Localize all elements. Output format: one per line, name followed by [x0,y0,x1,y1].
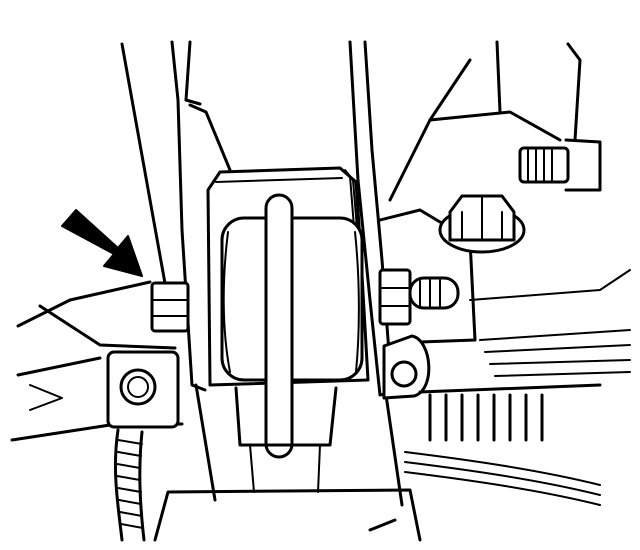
mount-base [153,386,422,542]
right-bracket [378,40,582,344]
lines [368,451,601,532]
stud [518,138,602,192]
flange-bolt [438,194,526,254]
nut [150,281,190,333]
cooling-fins [418,269,631,442]
wiring-harness [113,428,146,542]
pivot-ear [382,334,431,400]
through-bolt [264,193,294,459]
frame-boss [106,350,180,429]
mount-bracket [170,40,404,507]
callout-arrow [61,209,143,277]
